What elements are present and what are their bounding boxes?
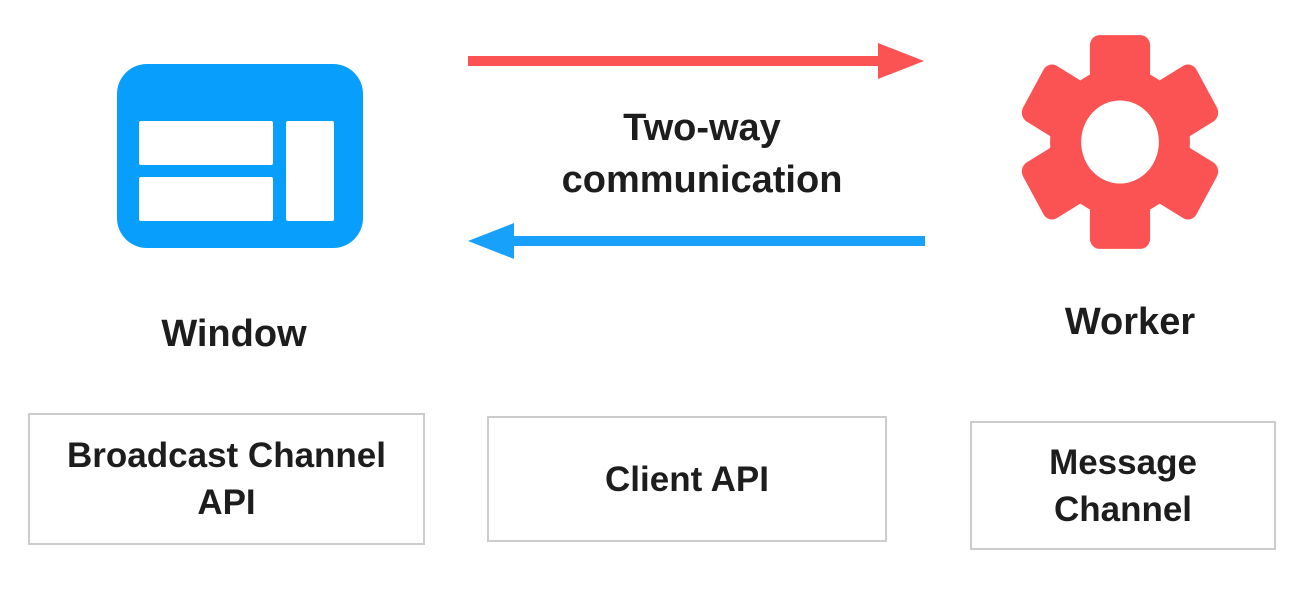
window-pane-bottom [139,177,273,221]
worker-to-window-arrow [468,223,925,259]
communication-label-line2: communication [561,159,843,201]
arrow-right-icon [878,43,924,79]
message-channel-box: Message Channel [970,421,1276,550]
window-pane-top [139,121,273,165]
message-channel-label: Message Channel [1049,442,1197,529]
two-way-communication-label: Two-way communication [452,102,952,206]
window-to-worker-arrow [468,43,924,79]
gear-icon [1021,35,1219,249]
arrow-left-icon [468,223,514,259]
broadcast-channel-api-box: Broadcast Channel API [28,413,425,545]
broadcast-channel-api-label: Broadcast Channel API [67,436,386,522]
client-api-box: Client API [487,416,887,542]
window-pane-sidebar [286,121,334,221]
browser-window-icon [117,64,363,248]
window-label: Window [161,313,307,355]
client-api-label: Client API [605,459,769,499]
worker-label: Worker [1064,301,1196,343]
communication-label-line1: Two-way [623,107,781,149]
arrow-shaft [468,56,886,66]
arrow-shaft [506,236,925,246]
gear-hole [1081,100,1159,184]
